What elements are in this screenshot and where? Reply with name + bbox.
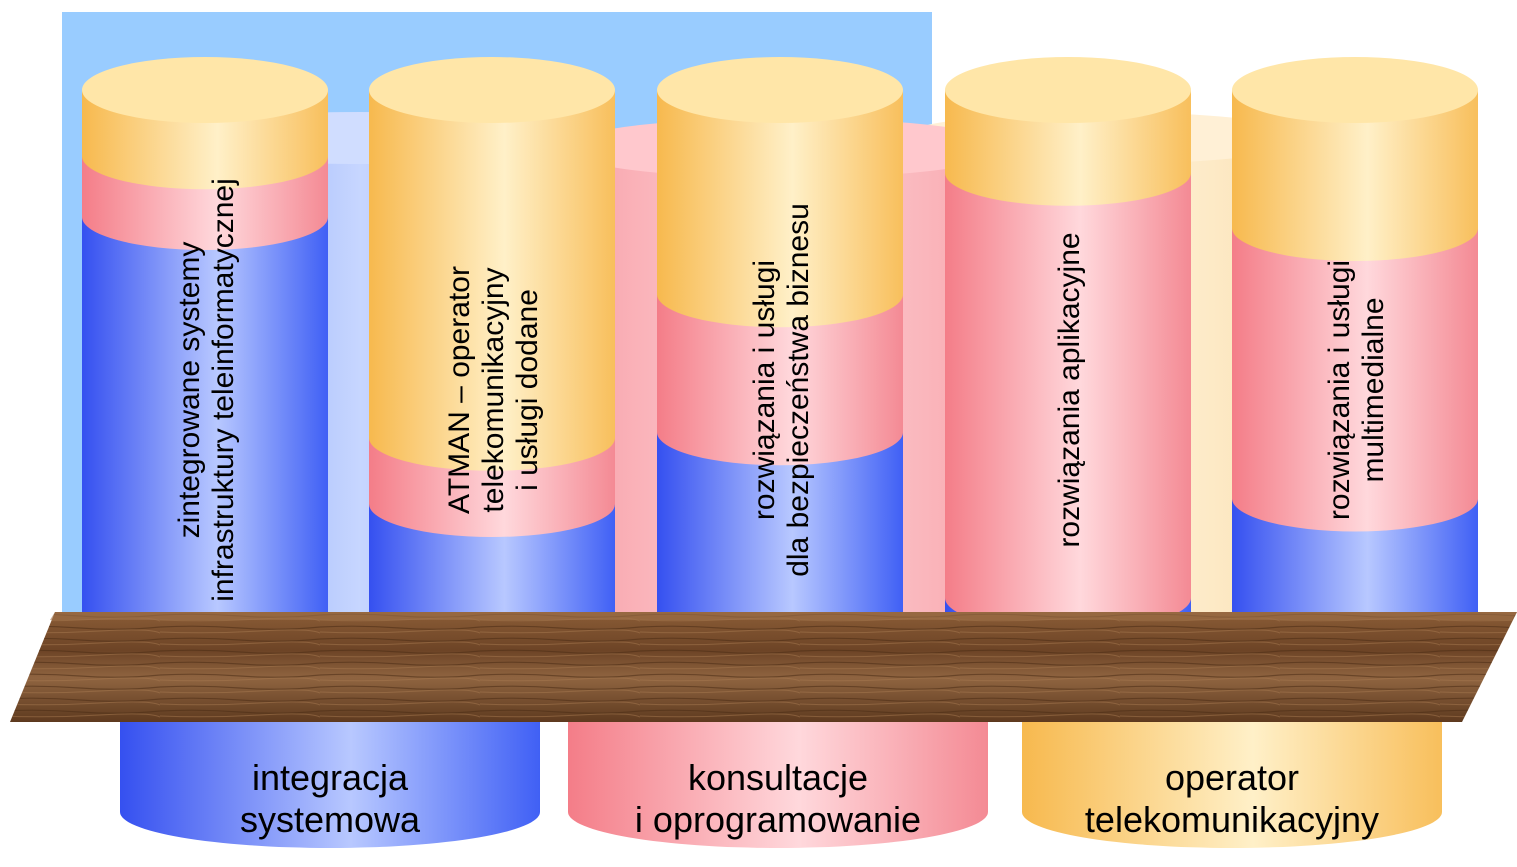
column-label-line: ATMAN – operator	[443, 266, 476, 514]
base-label-line1: konsultacje	[687, 757, 869, 798]
column-top-cap	[1232, 57, 1478, 123]
base-cylinder-2	[568, 722, 988, 848]
column-label-line: rozwiązania aplikacyjne	[1053, 232, 1086, 548]
base-cylinder-3	[1022, 722, 1442, 848]
base-cylinder-1	[120, 722, 540, 848]
column-label-line: zintegrowane systemy	[173, 241, 206, 539]
base-label-line2: telekomunikacyjny	[1084, 799, 1380, 840]
column-1	[82, 57, 328, 675]
column-label-line: i usługi dodane	[511, 289, 544, 491]
column-segment-pink	[945, 172, 1191, 631]
wooden-shelf	[10, 612, 1517, 722]
column-label-line: infrastruktury teleinformatycznej	[207, 178, 240, 602]
column-top-cap	[945, 57, 1191, 123]
column-segment-pink	[657, 294, 903, 466]
base-label-line1: integracja	[251, 757, 409, 798]
column-label-line: multimedialne	[1357, 297, 1390, 483]
column-segment-blue	[82, 216, 328, 675]
column-label-line: rozwiązania i usługi	[1323, 259, 1356, 521]
column-top-cap	[82, 57, 328, 123]
column-label-line: telekomunikacyjny	[477, 267, 510, 513]
column-top-cap	[657, 57, 903, 123]
column-segment-orange	[1232, 90, 1478, 261]
column-segment-orange	[945, 90, 1191, 206]
column-label-line: dla bezpieczeństwa biznesu	[782, 203, 815, 577]
column-label-line: rozwiązania i usługi	[748, 259, 781, 521]
column-segment-pink	[1232, 228, 1478, 532]
column-segment-orange	[369, 90, 615, 471]
column-segment-orange	[657, 90, 903, 328]
base-label-line2: i oprogramowanie	[634, 799, 922, 840]
base-label-line2: systemowa	[239, 799, 421, 840]
column-label-text: rozwiązania aplikacyjne	[1053, 232, 1087, 547]
column-3	[657, 57, 903, 675]
base-label-line1: operator	[1164, 757, 1300, 798]
column-top-cap	[369, 57, 615, 123]
